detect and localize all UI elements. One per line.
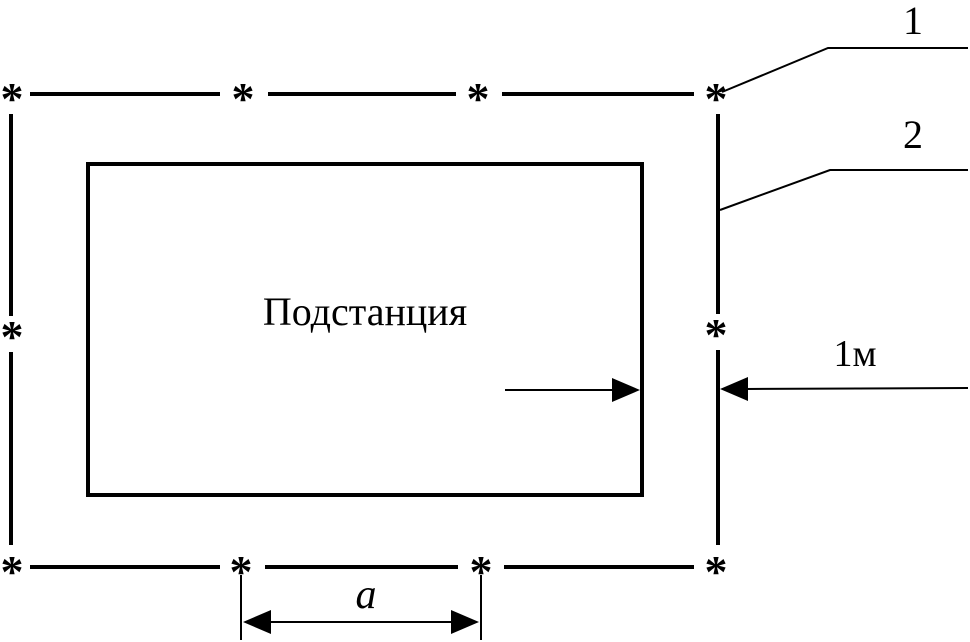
arrow-right-icon (451, 610, 479, 634)
arrow-right-icon (612, 378, 640, 402)
asterisk-icon: * (705, 73, 728, 124)
asterisk-icon: * (705, 309, 728, 360)
asterisk-icon: * (705, 546, 728, 597)
distance-dimension: 1м (505, 333, 969, 402)
distance-label: 1м (833, 333, 876, 375)
substation-rect (86, 162, 644, 497)
asterisk-icon: * (1, 311, 24, 362)
arrow-left-icon (720, 377, 748, 401)
callout-2-leader (719, 169, 968, 211)
asterisk-icon: * (1, 546, 24, 597)
callout-2-label: 2 (903, 112, 923, 157)
callout-1-label: 1 (903, 0, 923, 43)
dimension-line-right (744, 387, 969, 390)
grounding-loop (9, 92, 720, 569)
arrow-left-icon (243, 610, 271, 634)
asterisk-icon: * (230, 546, 253, 597)
substation-label: Подстанция (263, 289, 467, 334)
asterisk-icon: * (1, 73, 24, 124)
callout-1-leader (721, 47, 968, 93)
electrodes: * * * * * * * * * * (1, 73, 728, 597)
spacing-dimension: a (240, 572, 482, 640)
asterisk-icon: * (467, 73, 490, 124)
spacing-label: a (356, 572, 377, 618)
asterisk-icon: * (232, 73, 255, 124)
asterisk-icon: * (470, 546, 493, 597)
